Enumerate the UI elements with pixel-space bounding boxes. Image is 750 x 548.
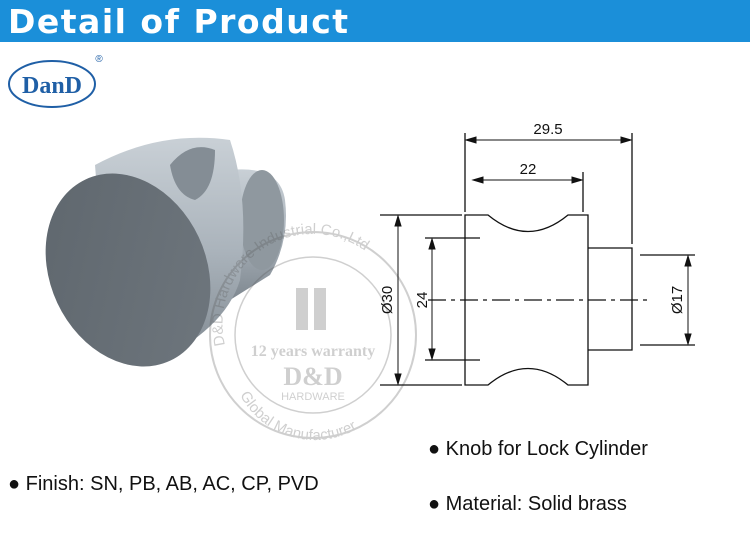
header-banner: Detail of Product [0,0,750,42]
svg-text:HARDWARE: HARDWARE [281,391,345,403]
dim-shank-diameter: Ø17 [669,286,686,314]
finish-bullet: ● Finish: SN, PB, AB, AC, CP, PVD [8,473,319,495]
technical-drawing: 29.5 22 Ø30 24 Ø17 [379,121,695,386]
knob-3d-render [45,137,286,367]
material-bullet: ● Material: Solid brass [428,493,627,515]
svg-text:DanD: DanD [22,73,82,99]
dim-outer-diameter: Ø30 [379,286,396,314]
dim-overall-length: 29.5 [533,121,562,138]
svg-text:®: ® [95,54,103,65]
dand-logo: DanD ® [8,54,103,108]
svg-text:12 years warranty: 12 years warranty [251,343,375,360]
product-name-bullet: ● Knob for Lock Cylinder [428,438,648,460]
page-title: Detail of Product [8,2,350,41]
dim-groove-diameter: 24 [414,292,431,309]
watermark-seal: D&D Hardware Industrial Co.,Ltd Global M… [209,221,417,444]
dim-body-length: 22 [520,161,537,178]
svg-text:D&D: D&D [283,362,342,391]
